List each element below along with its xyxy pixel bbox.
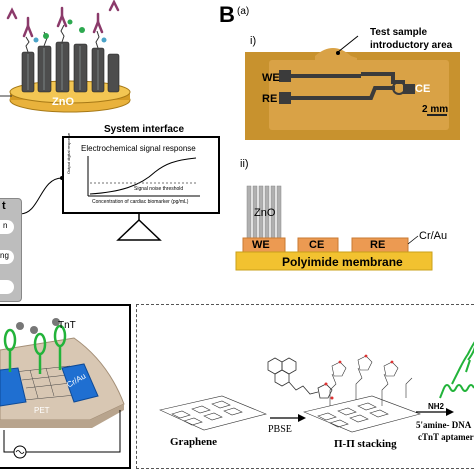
side-panel-title: t xyxy=(2,200,6,212)
stack-ce-label: CE xyxy=(309,239,325,251)
nh2-label: NH2 xyxy=(428,402,445,411)
panel-d-frame xyxy=(136,304,474,469)
electrode-ce-label: CE xyxy=(415,83,431,95)
stack-zno-label: ZnO xyxy=(254,207,276,219)
tnt-label: TnT xyxy=(58,320,76,331)
callout-test-area-line2: introductory area xyxy=(370,40,453,51)
sensor-chip-photo xyxy=(245,48,460,140)
aptamer-label-line1: 5'amine- DNA xyxy=(416,420,472,430)
monitor-title: Electrochemical signal response xyxy=(81,144,196,153)
side-button-2-label: ng xyxy=(0,251,9,260)
system-interface-title: System interface xyxy=(104,124,185,135)
monitor-threshold-label: Signal noise threshold xyxy=(134,186,184,192)
aptamer-label-line2: cTnT aptamer xyxy=(418,432,474,442)
part-ii-label: ii) xyxy=(240,158,249,170)
zno-label: ZnO xyxy=(52,96,74,108)
panel-b-sublabel: (a) xyxy=(237,6,250,17)
zno-nanorod-array-graphic xyxy=(0,0,131,113)
stacking-label: Π-Π stacking xyxy=(334,438,397,450)
pet-label: PET xyxy=(34,406,50,415)
monitor-xlabel: Concentration of cardiac biomarker (pg/m… xyxy=(92,199,189,205)
side-button-1[interactable] xyxy=(0,220,14,234)
electrode-we-label: WE xyxy=(262,72,280,84)
stack-cr-au-label: Cr/Au xyxy=(419,230,448,242)
membrane-label: Polyimide membrane xyxy=(282,255,403,269)
panel-c-frame xyxy=(0,304,131,469)
pbse-label: PBSE xyxy=(268,424,292,435)
scale-bar-label: 2 mm xyxy=(422,104,449,115)
side-button-1-label: n xyxy=(3,221,8,230)
part-i-label: i) xyxy=(250,35,257,47)
panel-b-letter: B xyxy=(219,2,235,27)
callout-test-area-line1: Test sample xyxy=(370,27,428,38)
graphene-label: Graphene xyxy=(170,436,218,448)
side-button-2[interactable] xyxy=(0,250,14,264)
chip-electrode-traces xyxy=(245,48,460,140)
side-button-3[interactable] xyxy=(0,280,14,294)
electrode-re-label: RE xyxy=(262,93,278,105)
panel-a-zno-illustration: ZnO xyxy=(0,0,140,120)
stack-re-label: RE xyxy=(370,239,386,251)
stack-we-label: WE xyxy=(252,239,270,251)
